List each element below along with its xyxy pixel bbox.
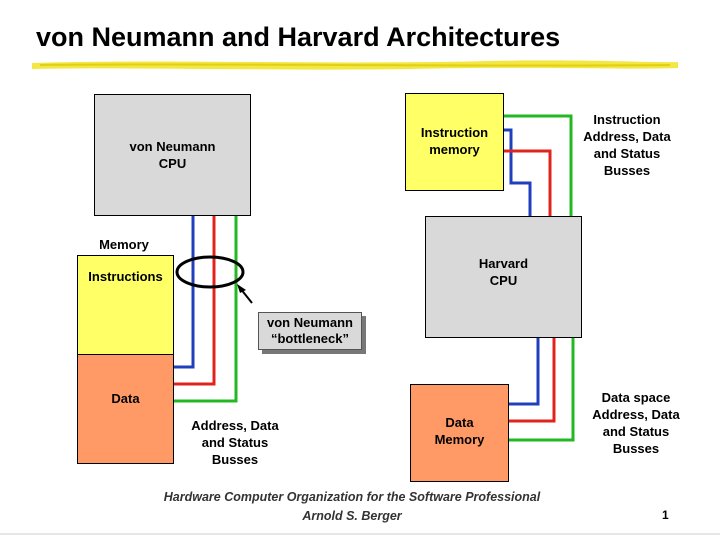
data-memory-vn: Data — [77, 354, 174, 464]
hv-red-instruction-bus — [504, 149, 552, 216]
harvard-cpu-label: Harvard CPU — [478, 256, 529, 288]
footer-line-1: Hardware Computer Organization for the S… — [163, 490, 541, 504]
memory-label: Memory — [99, 237, 149, 252]
slide-title: von Neumann and Harvard Architectures — [36, 22, 561, 52]
vn-blue-bus — [173, 216, 195, 369]
vn-red-bus — [173, 216, 216, 386]
instruction-bus-label: Instruction Address, Data and Status Bus… — [583, 112, 671, 178]
bottleneck-ellipse — [175, 255, 245, 289]
von-neumann-cpu-label: von Neumann CPU — [129, 139, 216, 171]
page-number: 1 — [662, 508, 669, 522]
hv-green-instruction-bus — [504, 114, 573, 216]
instruction-memory: Instruction memory — [405, 93, 504, 191]
data-memory-label: Data Memory — [434, 415, 485, 447]
bottleneck-callout: von Neumann “bottleneck” — [258, 312, 362, 350]
data-bus-label: Data space Address, Data and Status Buss… — [592, 390, 680, 456]
instructions-label: Instructions — [88, 269, 163, 284]
title-highlight — [32, 60, 678, 70]
bottleneck-label: von Neumann “bottleneck” — [267, 315, 353, 346]
data-memory-harvard: Data Memory — [410, 384, 509, 482]
footer-line-2: Arnold S. Berger — [302, 509, 402, 523]
instruction-memory-label: Instruction memory — [420, 125, 489, 157]
von-neumann-cpu: von Neumann CPU — [94, 94, 251, 216]
data-label: Data — [111, 391, 140, 406]
vn-green-bus — [173, 216, 238, 403]
harvard-cpu: Harvard CPU — [425, 216, 582, 338]
bottom-rule — [0, 533, 720, 535]
hv-blue-instruction-bus — [504, 128, 532, 216]
vn-bus-label: Address, Data and Status Busses — [191, 418, 279, 467]
hv-green-data-bus — [509, 338, 575, 442]
hv-blue-data-bus — [509, 338, 540, 406]
hv-red-data-bus — [509, 338, 556, 423]
instructions-memory: Instructions — [77, 255, 174, 355]
